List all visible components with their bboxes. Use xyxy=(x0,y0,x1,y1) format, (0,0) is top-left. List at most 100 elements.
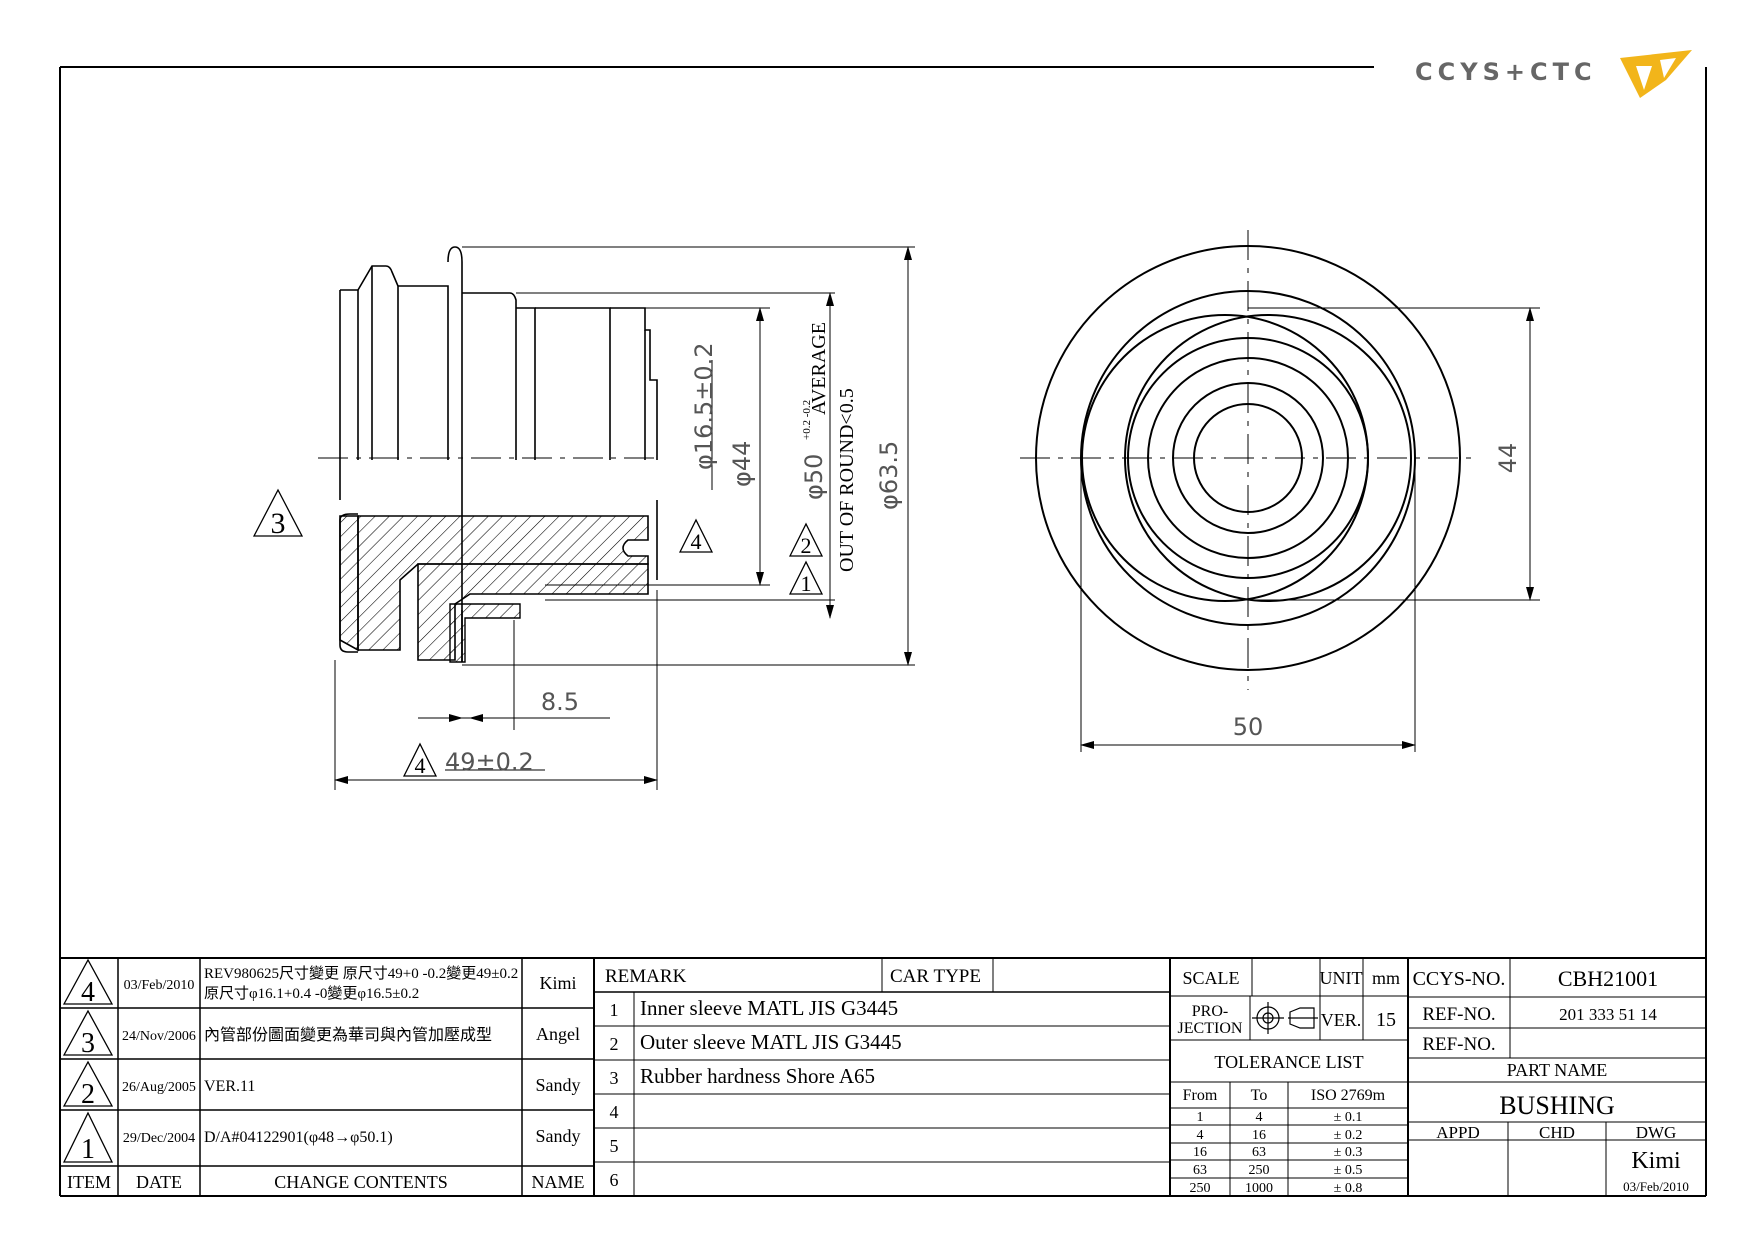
revision-row: 2 26/Aug/2005 VER.11 Sandy xyxy=(62,1060,581,1110)
remark-header: REMARK xyxy=(605,966,687,987)
rev-marker-1-num: 1 xyxy=(801,571,812,596)
revision-name: Angel xyxy=(536,1024,580,1044)
remark-no: 2 xyxy=(610,1034,619,1054)
svg-text:± 0.5: ± 0.5 xyxy=(1334,1163,1363,1178)
svg-text:± 0.1: ± 0.1 xyxy=(1334,1110,1363,1125)
header-date: DATE xyxy=(136,1172,182,1192)
svg-text:± 0.8: ± 0.8 xyxy=(1334,1181,1363,1196)
tolerance-row: 1 4 ± 0.1 xyxy=(1197,1110,1363,1125)
revision-date: 03/Feb/2010 xyxy=(124,978,195,993)
revision-table: 4 03/Feb/2010 REV980625尺寸變更 原尺寸49+0 -0.2… xyxy=(62,958,585,1192)
remark-text: Rubber hardness Shore A65 xyxy=(640,1064,875,1088)
scale-label: SCALE xyxy=(1182,968,1239,988)
svg-text:± 0.3: ± 0.3 xyxy=(1334,1145,1363,1160)
remark-no: 5 xyxy=(610,1136,619,1156)
dim-average-label: AVERAGE xyxy=(808,322,830,415)
ver-label: VER. xyxy=(1321,1010,1362,1030)
svg-text:63: 63 xyxy=(1252,1145,1266,1160)
projection-label: PRO- xyxy=(1192,1003,1228,1020)
revision-row: 3 24/Nov/2006 內管部份圖面變更為華司與內管加壓成型 Angel xyxy=(62,1009,580,1059)
remark-no: 3 xyxy=(610,1068,619,1088)
tolerance-list: TOLERANCE LIST From To ISO 2769m 1 4 ± 0… xyxy=(1183,1052,1386,1196)
header-name: NAME xyxy=(532,1172,585,1192)
svg-text:250: 250 xyxy=(1190,1181,1211,1196)
section-view: 4 49±0.2 8.5 φ16.5±0.2 φ44 φ50 +0.2 -0.2… xyxy=(252,246,915,790)
dim-flange-offset-label: 8.5 xyxy=(541,688,579,716)
revision-name: Kimi xyxy=(539,973,576,993)
outer-sleeve-section xyxy=(357,515,649,651)
ver-value: 15 xyxy=(1376,1009,1396,1031)
projection-symbol-icon xyxy=(1252,1002,1318,1034)
part-name-label: PART NAME xyxy=(1507,1060,1607,1080)
rev-marker-4-length-num: 4 xyxy=(415,753,426,778)
revision-item: 1 xyxy=(81,1134,95,1165)
dim-flange-offset xyxy=(418,620,610,730)
dim-end-height-label: 44 xyxy=(1494,443,1522,474)
revision-item: 4 xyxy=(81,977,95,1008)
rev-marker-4-length xyxy=(402,742,438,777)
dim-leaders xyxy=(462,246,915,666)
rubber-section xyxy=(339,515,359,652)
svg-text:16: 16 xyxy=(1252,1128,1266,1143)
title-block: CCYS-NO. CBH21001 REF-NO. 201 333 51 14 … xyxy=(1413,966,1689,1194)
revision-content: VER.11 xyxy=(204,1078,255,1095)
ref-no-value: 201 333 51 14 xyxy=(1559,1005,1657,1024)
tolerance-row: 250 1000 ± 0.8 xyxy=(1190,1181,1363,1196)
dwg-label: DWG xyxy=(1636,1123,1677,1142)
svg-text:250: 250 xyxy=(1249,1163,1270,1178)
svg-text:4: 4 xyxy=(1197,1128,1204,1143)
projection-label: JECTION xyxy=(1178,1020,1243,1037)
svg-text:± 0.2: ± 0.2 xyxy=(1334,1128,1363,1143)
car-type-header: CAR TYPE xyxy=(890,966,981,987)
tolerance-row: 4 16 ± 0.2 xyxy=(1197,1128,1363,1143)
dim-overall-length xyxy=(334,590,658,790)
rev-marker-4-bore-num: 4 xyxy=(691,529,702,554)
revision-name: Sandy xyxy=(536,1075,581,1095)
tolerance-header-iso: ISO 2769m xyxy=(1311,1087,1386,1104)
dim-flange-diameter-label: φ63.5 xyxy=(875,441,903,510)
rev-marker-2-num: 2 xyxy=(801,533,812,558)
svg-text:4: 4 xyxy=(1256,1110,1263,1125)
header-item: ITEM xyxy=(67,1172,111,1192)
remark-text: Outer sleeve MATL JIS G3445 xyxy=(640,1030,902,1054)
scale-block: SCALE UNIT mm PRO- JECTION VER. 15 xyxy=(1178,968,1400,1037)
drawer-name: Kimi xyxy=(1631,1148,1681,1174)
dim-average-diameter-label: φ50 xyxy=(800,454,828,500)
remark-text: Inner sleeve MATL JIS G3445 xyxy=(640,996,898,1020)
rev-marker-4-bore xyxy=(678,518,714,553)
dim-bore-label: φ16.5±0.2 xyxy=(690,342,718,470)
header-change-contents: CHANGE CONTENTS xyxy=(274,1172,448,1192)
revision-item: 2 xyxy=(81,1079,95,1110)
logo-text: CCYS+CTC xyxy=(1415,58,1597,86)
rev-marker-1 xyxy=(788,560,824,595)
remark-no: 1 xyxy=(610,1000,619,1020)
svg-text:1: 1 xyxy=(1197,1110,1204,1125)
tolerance-row: 63 250 ± 0.5 xyxy=(1193,1163,1362,1178)
tolerance-header-to: To xyxy=(1251,1087,1268,1104)
revision-content: REV980625尺寸變更 原尺寸49+0 -0.2變更49±0.2 xyxy=(204,965,518,982)
tolerance-title: TOLERANCE LIST xyxy=(1214,1052,1363,1072)
revision-name: Sandy xyxy=(536,1126,581,1146)
revision-content: 原尺寸φ16.1+0.4 -0變更φ16.5±0.2 xyxy=(204,985,419,1002)
unit-label: UNIT xyxy=(1320,968,1363,988)
ref-no-label-2: REF-NO. xyxy=(1422,1034,1495,1055)
revision-date: 26/Aug/2005 xyxy=(122,1080,196,1095)
svg-text:1000: 1000 xyxy=(1245,1181,1273,1196)
dim-average-tolerance: +0.2 -0.2 xyxy=(801,400,813,440)
revision-row: 1 29/Dec/2004 D/A#04122901(φ48→φ50.1) Sa… xyxy=(62,1111,581,1165)
tolerance-row: 16 63 ± 0.3 xyxy=(1193,1145,1362,1160)
dim-inner-diameter-label: φ44 xyxy=(728,441,756,487)
ccys-label: CCYS-NO. xyxy=(1413,968,1506,990)
revision-content: 內管部份圖面變更為華司與內管加壓成型 xyxy=(204,1026,492,1044)
remark-no: 6 xyxy=(610,1170,619,1190)
company-logo: CCYS+CTC xyxy=(1415,50,1692,98)
revision-item: 3 xyxy=(81,1028,95,1059)
ref-no-label: REF-NO. xyxy=(1422,1004,1495,1025)
revision-row: 4 03/Feb/2010 REV980625尺寸變更 原尺寸49+0 -0.2… xyxy=(62,958,577,1008)
dim-overall-length-label: 49±0.2 xyxy=(445,748,534,776)
remarks-table: REMARK CAR TYPE 1 Inner sleeve MATL JIS … xyxy=(605,966,981,1190)
dim-out-of-round-label: OUT OF ROUND<0.5 xyxy=(836,388,858,572)
ccys-value: CBH21001 xyxy=(1558,966,1658,991)
revision-content: D/A#04122901(φ48→φ50.1) xyxy=(204,1129,393,1146)
